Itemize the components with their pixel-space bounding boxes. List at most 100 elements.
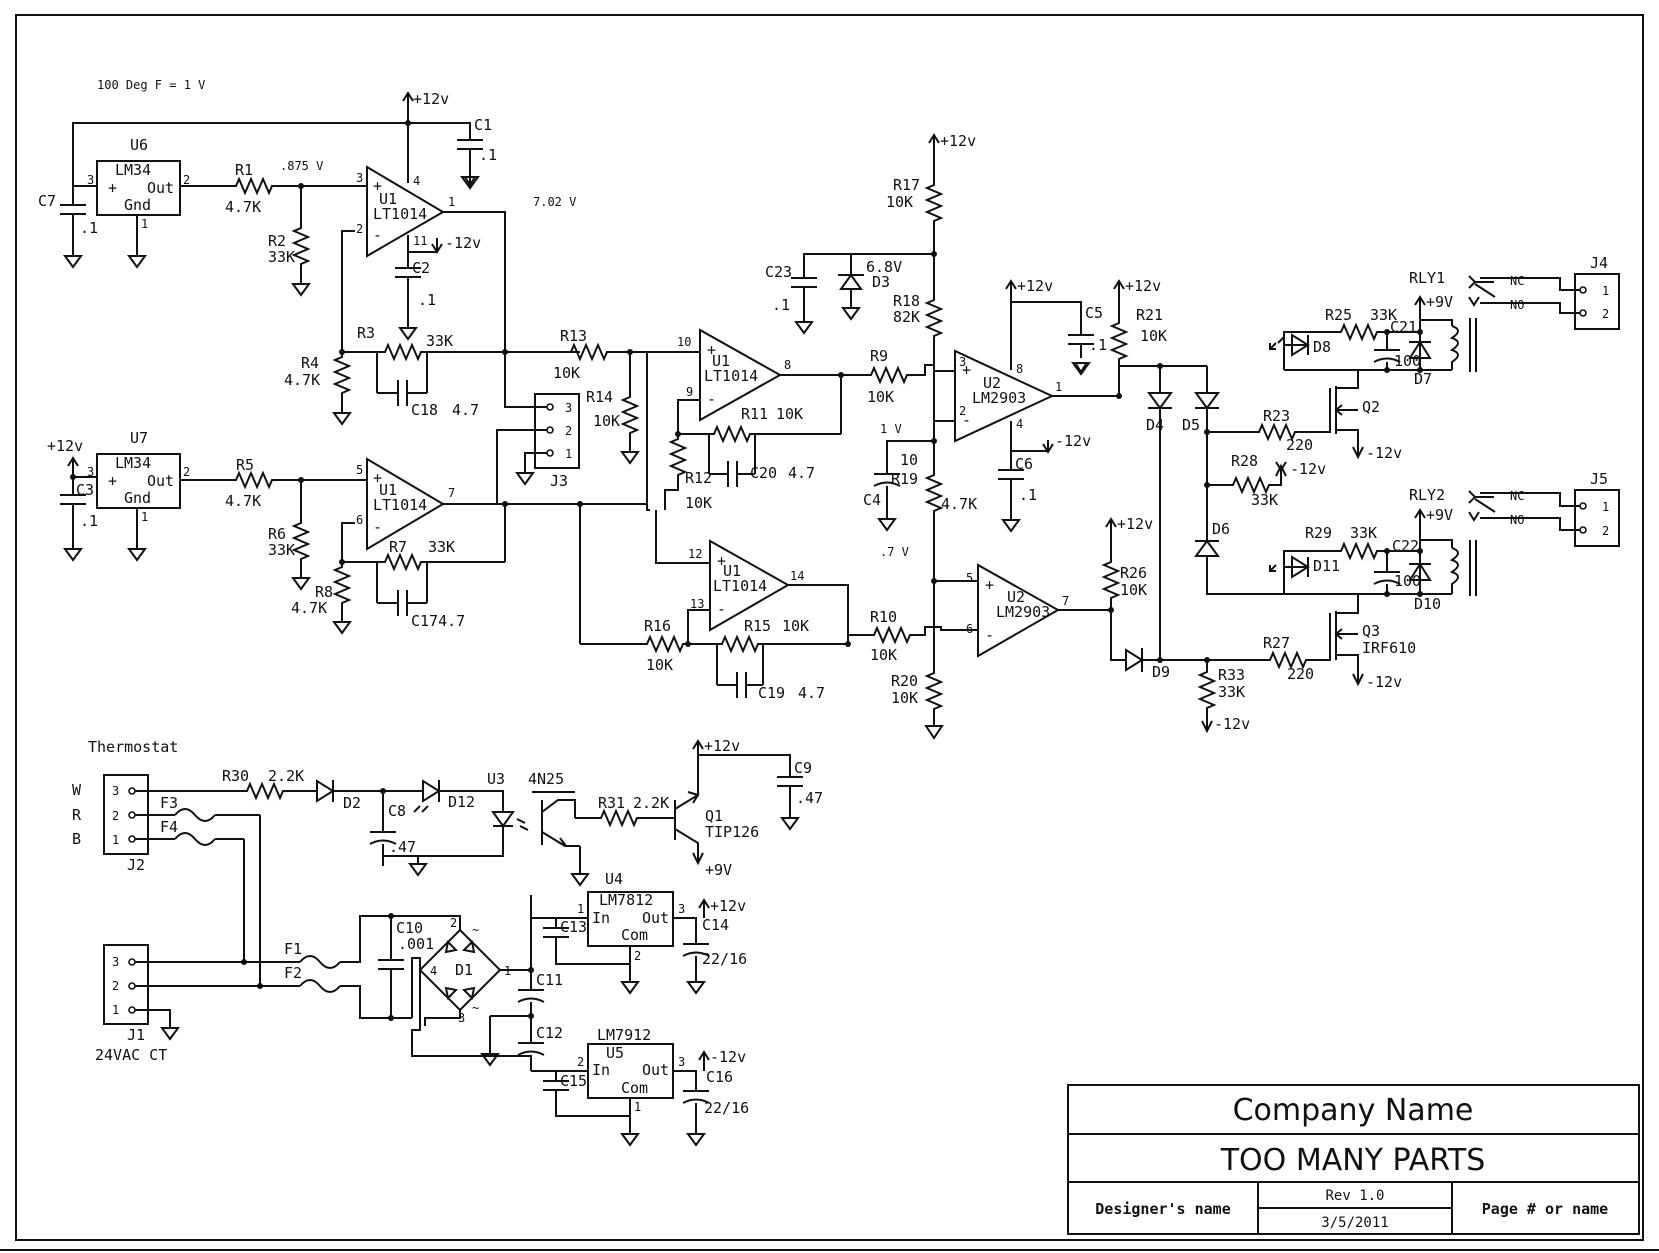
c1-val: .1: [479, 146, 497, 164]
r28-ref: R28: [1231, 452, 1258, 470]
rly1-ref: RLY1: [1409, 269, 1445, 287]
r28-val: 33K: [1251, 491, 1278, 509]
r3-val: 33K: [426, 332, 453, 350]
c3-val: .1: [80, 512, 98, 530]
j4-connector[interactable]: [1574, 273, 1620, 330]
r16-val: 10K: [646, 656, 673, 674]
c6-val: .1: [1019, 486, 1037, 504]
r33-ref: R33: [1218, 666, 1245, 684]
c11-ref: C11: [536, 971, 563, 989]
r12-ref: R12: [685, 469, 712, 487]
rail-plus12-u2: +12v: [1017, 277, 1053, 295]
r23-ref: R23: [1263, 407, 1290, 425]
j4-pin2: 2: [1602, 307, 1609, 321]
u2b-pin7: 7: [1062, 594, 1069, 608]
temperature-sensor-stage-2: +12v C3 .1 U7 LM34 + Out Gnd 3 2 1 R5 4.…: [47, 429, 580, 634]
u1b-plus: +: [373, 469, 382, 487]
j1-connector[interactable]: [103, 944, 149, 1025]
u6-pin1: 1: [141, 217, 148, 231]
company-name: Company Name: [1233, 1093, 1474, 1128]
r30-ref: R30: [222, 767, 249, 785]
r6-ref: R6: [268, 525, 286, 543]
d10-ref: D10: [1414, 595, 1441, 613]
j3-connector[interactable]: 3 2 1 J3: [496, 352, 580, 504]
u1d-opamp: [709, 539, 791, 632]
r9-ref: R9: [870, 347, 888, 365]
u1a-plus: +: [373, 177, 382, 195]
j5-connector[interactable]: [1574, 489, 1620, 547]
u1d-plus: +: [717, 552, 726, 570]
rail-plus12-r21: +12v: [1125, 277, 1161, 295]
d1-ref: D1: [455, 961, 473, 979]
d6-ref: D6: [1212, 520, 1230, 538]
voltage-702: 7.02 V: [533, 195, 576, 209]
c21-val: 100: [1394, 352, 1421, 370]
d12-ref: D12: [448, 793, 475, 811]
r18-val: 82K: [893, 308, 920, 326]
comparator-stage: +12v R17 10K C23 .1 6.8V D3 R18 82K R9 1…: [765, 132, 1348, 740]
c1-ref: C1: [474, 116, 492, 134]
r8-ref: R8: [315, 583, 333, 601]
u7-ref: U7: [130, 429, 148, 447]
r10-val: 10K: [870, 646, 897, 664]
j3-pin3: 3: [565, 401, 572, 415]
c22-val: 100: [1394, 572, 1421, 590]
d8-ref: D8: [1313, 338, 1331, 356]
r10-ref: R10: [870, 608, 897, 626]
u7-part: LM34: [115, 454, 151, 472]
c22-ref: C22: [1392, 537, 1419, 555]
u7-pin3: 3: [87, 465, 94, 479]
c8-ref: C8: [388, 802, 406, 820]
u1b-part: LT1014: [373, 496, 427, 514]
c2-ref: C2: [412, 259, 430, 277]
d9-ref: D9: [1152, 663, 1170, 681]
c19-val: 4.7: [798, 684, 825, 702]
c8-val: .47: [389, 838, 416, 856]
u2b-pin6: 6: [966, 622, 973, 636]
u2a-pin8: 8: [1016, 362, 1023, 376]
r7-val: 33K: [428, 538, 455, 556]
d1-pin2: 2: [450, 916, 457, 930]
f1-ref: F1: [284, 940, 302, 958]
u1d-ref: U1: [723, 562, 741, 580]
u1d-minus: -: [717, 600, 726, 618]
r26-val: 10K: [1120, 581, 1147, 599]
c20-val: 4.7: [788, 464, 815, 482]
rly2-nc: NC: [1510, 489, 1524, 503]
voltage-875: .875 V: [280, 159, 323, 173]
u2a-pin4: 4: [1016, 417, 1023, 431]
u5-part: LM7912: [597, 1026, 651, 1044]
r8-val: 4.7K: [291, 599, 327, 617]
u1c-ref: U1: [712, 352, 730, 370]
r19-ref: R19: [891, 470, 918, 488]
c12-ref: C12: [536, 1024, 563, 1042]
f2-ref: F2: [284, 964, 302, 982]
r31-ref: R31: [598, 794, 625, 812]
u1c-opamp: [699, 328, 783, 422]
u1a-minus: -: [373, 226, 382, 244]
d1-pin4: 4: [430, 964, 437, 978]
u1b-minus: -: [373, 518, 382, 536]
j2-pin3: 3: [112, 784, 119, 798]
r9-val: 10K: [867, 388, 894, 406]
u2a-minus: -: [962, 411, 971, 429]
u1a-pin4: 4: [413, 174, 420, 188]
sheet-border: [15, 14, 1644, 1241]
u2a-comparator: [954, 349, 1055, 443]
u5-in: In: [592, 1061, 610, 1079]
rail-plus12-q1: +12v: [704, 737, 740, 755]
r4-ref: R4: [301, 354, 319, 372]
r13-val: 10K: [553, 364, 580, 382]
r25-val: 33K: [1370, 306, 1397, 324]
r18-ref: R18: [893, 292, 920, 310]
c23-ref: C23: [765, 263, 792, 281]
u4-ref: U4: [605, 870, 623, 888]
u2b-ref: U2: [1007, 588, 1025, 606]
c4-val: 10: [900, 451, 918, 469]
rail-plus12-r26: +12v: [1117, 515, 1153, 533]
j3-pin2: 2: [565, 424, 572, 438]
u1a-part: LT1014: [373, 205, 427, 223]
j3-pin1: 1: [565, 447, 572, 461]
j2-pin1: 1: [112, 833, 119, 847]
